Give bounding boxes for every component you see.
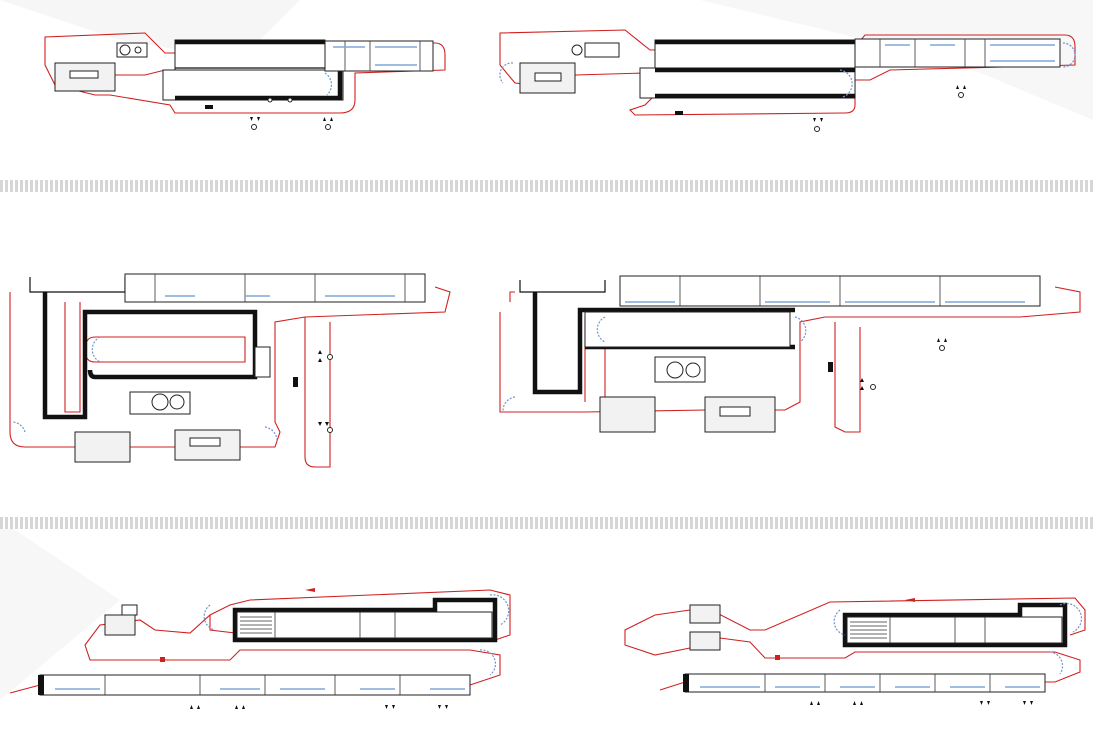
layout-2-diagram xyxy=(495,25,1085,140)
pretreatment-section xyxy=(39,674,471,696)
turn-spray xyxy=(91,336,101,363)
return-tunnel xyxy=(639,67,856,99)
return-tunnel xyxy=(162,69,344,101)
burner-unit-2 xyxy=(689,631,721,651)
oven-wall xyxy=(42,292,258,420)
pretreatment-section xyxy=(324,40,434,72)
section-divider-2 xyxy=(0,517,1093,529)
turn-spray xyxy=(833,609,846,636)
direction-markers xyxy=(813,85,966,132)
conveyor-path xyxy=(624,597,1086,691)
direction-markers xyxy=(318,350,333,433)
layout-4-svg xyxy=(499,275,1081,433)
turn-spray xyxy=(596,316,606,343)
return-tunnel xyxy=(584,311,791,348)
oven-chamber xyxy=(124,273,426,303)
layout-3-svg xyxy=(9,273,451,468)
section-divider-1 xyxy=(0,180,1093,192)
layout-2-svg xyxy=(499,29,1076,132)
oven-wall xyxy=(232,597,498,643)
pretreatment-section xyxy=(854,38,1061,68)
layout-5-svg xyxy=(9,588,511,709)
direction-markers xyxy=(810,701,1033,705)
conveyor-path xyxy=(9,589,511,694)
layout-6-diagram xyxy=(615,590,1090,715)
drive-unit xyxy=(293,377,298,387)
pretreatment-section xyxy=(684,673,1046,693)
burner-unit xyxy=(689,604,721,624)
oven-chamber xyxy=(619,275,1041,307)
direction-markers xyxy=(860,338,947,390)
layout-1-svg xyxy=(44,32,446,130)
control-cabinet xyxy=(584,42,620,58)
cooling-grid xyxy=(850,621,887,639)
layout-5-diagram xyxy=(9,575,520,715)
conveyor-path xyxy=(499,286,1081,413)
burner-unit xyxy=(104,614,136,636)
conveyor-path xyxy=(9,286,451,448)
layout-1-diagram xyxy=(35,25,455,140)
layout-6-svg xyxy=(624,597,1086,705)
oven-chamber xyxy=(174,39,326,71)
oven-chamber xyxy=(236,611,493,639)
oven-wall xyxy=(842,602,1068,648)
drive-unit xyxy=(205,105,213,109)
turn-spray xyxy=(203,604,216,631)
direction-markers xyxy=(190,705,448,709)
oven-wall xyxy=(532,292,795,395)
turn-spray xyxy=(1062,42,1076,68)
cooling-grid xyxy=(240,616,272,634)
layout-4-diagram xyxy=(495,262,1085,457)
direction-markers xyxy=(250,117,333,130)
conveyor-path xyxy=(499,29,1076,116)
drive-unit xyxy=(828,362,833,372)
burner-unit xyxy=(599,396,656,433)
burner-unit xyxy=(74,431,131,463)
turn-spray xyxy=(324,72,333,96)
layout-3-diagram xyxy=(5,262,465,477)
